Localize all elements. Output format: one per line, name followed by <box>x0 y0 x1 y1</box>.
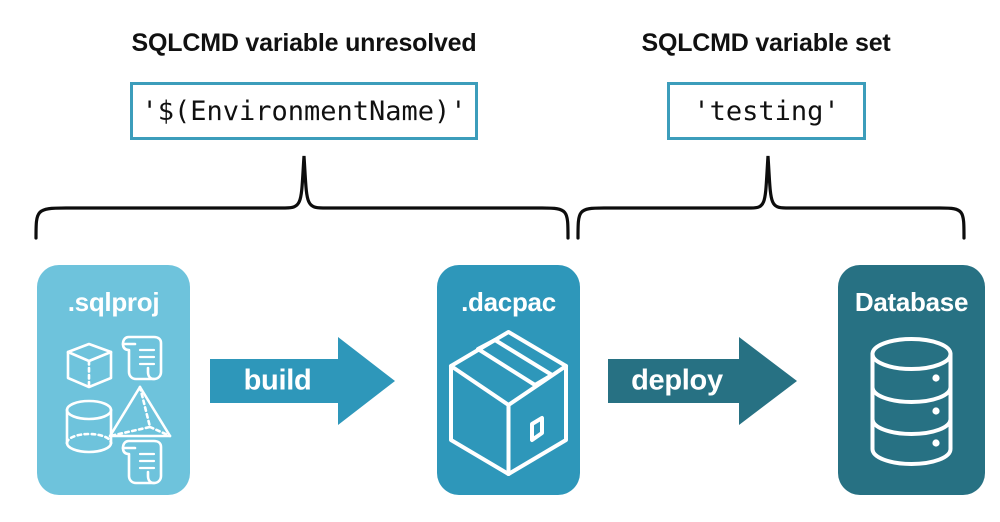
database-cylinder-icon <box>870 337 953 466</box>
arrow-build[interactable]: build <box>210 337 395 425</box>
dacpac-package-illustration <box>449 330 568 476</box>
arrow-deploy-icon <box>608 337 797 425</box>
arrow-build-icon <box>210 337 395 425</box>
arrow-deploy[interactable]: deploy <box>608 337 797 425</box>
scroll-icon <box>121 335 163 381</box>
stage-label-database: Database <box>854 287 969 317</box>
stage-box-dacpac[interactable]: .dacpac <box>437 265 580 495</box>
package-box-icon <box>449 330 568 476</box>
brace-group <box>34 155 966 240</box>
database-illustration <box>870 337 953 466</box>
pyramid-icon <box>108 385 172 438</box>
code-value-box-unresolved: '$(EnvironmentName)' <box>130 82 478 140</box>
cube-icon <box>66 342 113 389</box>
code-value-set: 'testing' <box>693 95 840 127</box>
scroll-icon <box>121 439 163 485</box>
code-value-unresolved: '$(EnvironmentName)' <box>141 95 467 127</box>
right-brace-icon <box>576 155 966 240</box>
stage-box-database[interactable]: Database <box>838 265 985 495</box>
left-brace-icon <box>34 155 570 240</box>
stage-label-sqlproj: .sqlproj <box>67 287 160 317</box>
code-value-box-set: 'testing' <box>667 82 866 140</box>
stage-label-dacpac: .dacpac <box>461 287 556 317</box>
cylinder-icon <box>65 399 113 454</box>
sqlproj-contents-illustration <box>65 335 172 485</box>
heading-sqlcmd-variable-set: SQLCMD variable set <box>641 29 891 57</box>
stage-box-sqlproj[interactable]: .sqlproj <box>37 265 190 495</box>
heading-sqlcmd-variable-unresolved: SQLCMD variable unresolved <box>131 29 477 57</box>
